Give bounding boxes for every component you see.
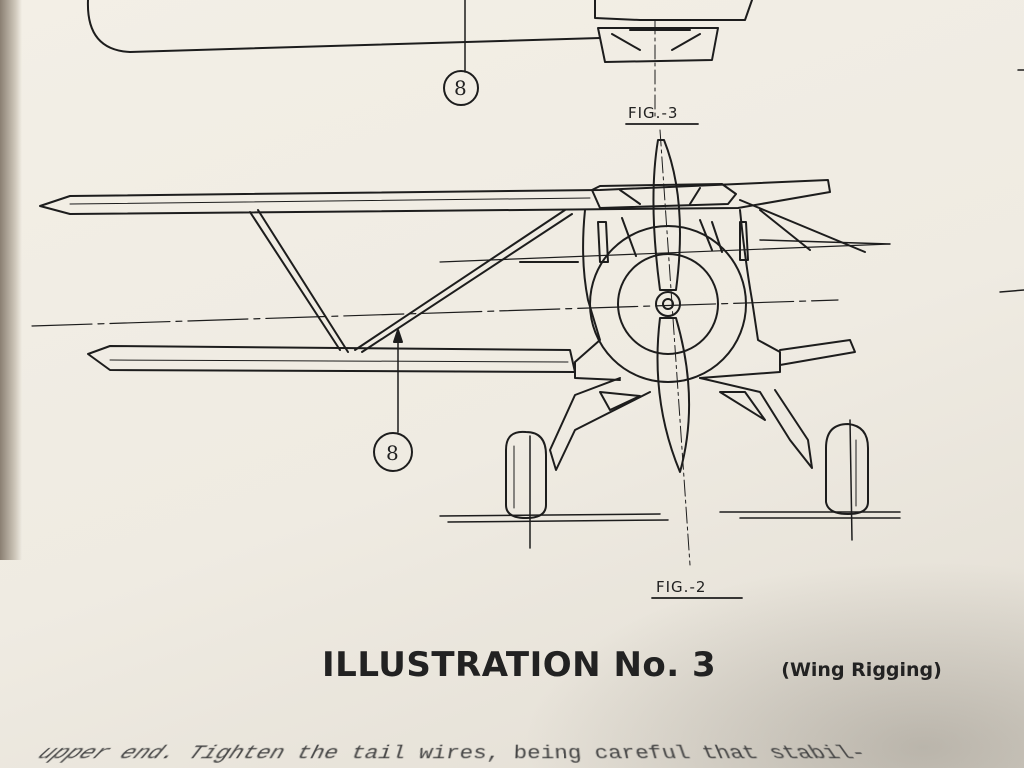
upper-wing: [39, 179, 831, 215]
page-edge: [0, 0, 22, 560]
propeller-hub: [655, 291, 681, 317]
body-text-line: upper end. Tighten the tail wires, being…: [27, 743, 874, 765]
callout-circle-lower: [373, 432, 413, 472]
fig3-label: FIG.-3: [628, 104, 678, 122]
cowling-top-view: [597, 27, 719, 63]
flying-wire: [354, 209, 573, 353]
propeller-blade-lower: [656, 317, 691, 473]
engine-cowl-inner: [617, 253, 719, 355]
illustration-caption: ILLUSTRATION No. 3 (Wing Rigging): [322, 645, 942, 685]
wheel-left: [505, 430, 547, 519]
interplane-strut: [249, 209, 349, 353]
fuselage-right: [699, 209, 781, 379]
upper-wing-outline-top-view: [86, 0, 601, 53]
fuselage-left: [574, 209, 621, 381]
ground-line-right: [719, 511, 901, 519]
cabane: [591, 183, 737, 209]
callout-number-top: 8: [454, 76, 467, 100]
wheel-right: [825, 423, 869, 515]
horizontal-reference-line: [31, 299, 839, 327]
fig2-label: FIG.-2: [656, 578, 706, 596]
landing-gear-strut-right: [699, 377, 813, 469]
right-lower-wing-stub: [779, 339, 856, 366]
page-shadow: [520, 560, 1024, 768]
callout-number-lower: 8: [386, 441, 399, 465]
caption-subtitle: (Wing Rigging): [781, 659, 942, 681]
engine-cowl-outer: [589, 225, 747, 383]
callout-circle-top: [443, 70, 479, 106]
vertical-centerline: [659, 129, 691, 566]
landing-gear-strut-left: [549, 377, 651, 471]
propeller-blade-upper: [652, 139, 681, 291]
lower-wing: [87, 345, 576, 373]
ground-line-left: [439, 513, 669, 523]
caption-title: ILLUSTRATION No. 3: [322, 645, 717, 685]
